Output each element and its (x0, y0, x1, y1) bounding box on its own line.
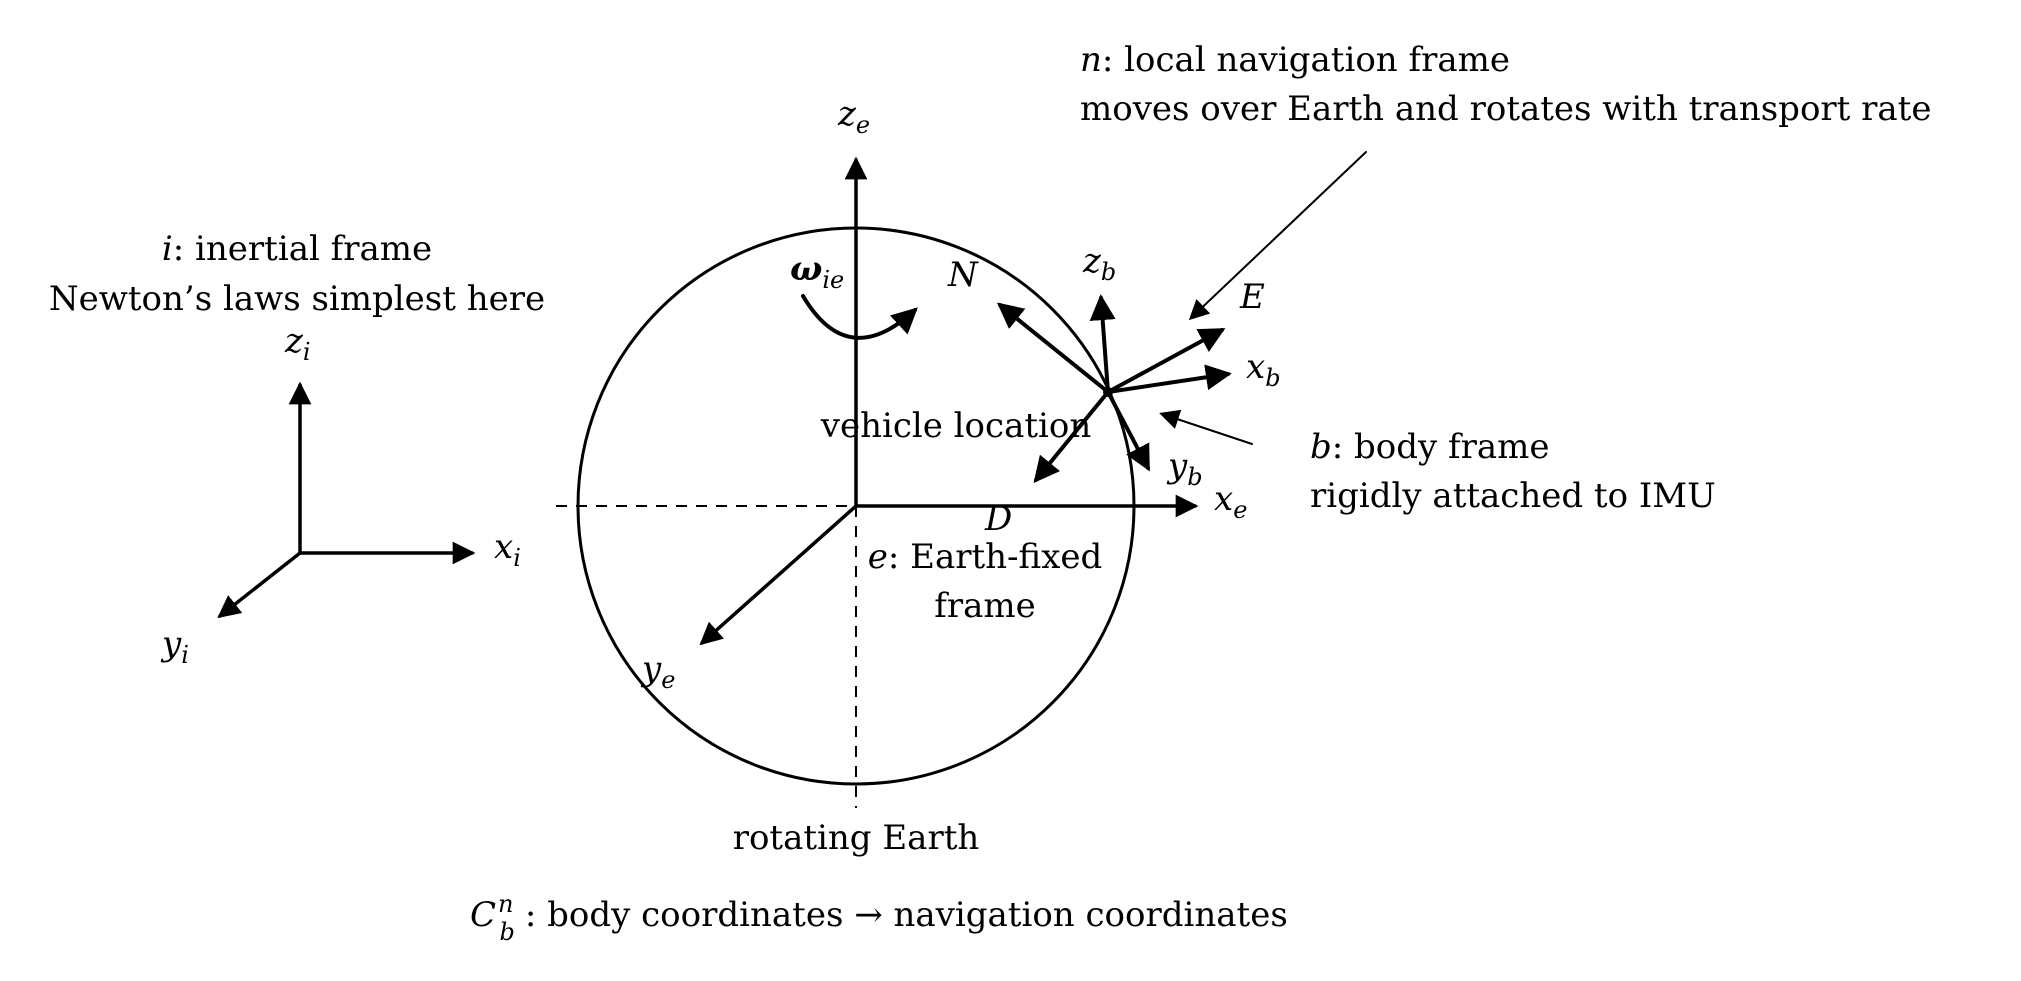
earth: ze xe ye ωie e: Earth-fixed frame rotati… (556, 94, 1247, 858)
earth-frame-label: e: Earth-fixed (868, 537, 1103, 577)
omega-ie-label: ωie (790, 249, 844, 294)
inertial-z-label: zi (284, 321, 311, 366)
body-frame-caption: b: body frame rigidly attached to IMU (1159, 409, 1716, 516)
body-frame-title: b: body frame (1310, 427, 1550, 467)
earth-z-label: ze (837, 94, 870, 139)
vehicle-location-label: vehicle location (820, 406, 1092, 446)
body-x-label: xb (1246, 347, 1281, 392)
earth-y-axis (699, 504, 858, 646)
body-z-axis (1089, 294, 1116, 394)
nav-north-label: N (947, 255, 979, 295)
earth-frame-label-line2: frame (934, 586, 1035, 626)
rotating-earth-label: rotating Earth (733, 818, 980, 858)
body-z-label: zb (1082, 241, 1116, 286)
body-x-axis (1106, 364, 1232, 394)
navigation-frame-subtitle: moves over Earth and rotates with transp… (1080, 89, 1931, 129)
body-frame-subtitle: rigidly attached to IMU (1310, 476, 1716, 516)
inertial-frame-subtitle: Newton’s laws simplest here (49, 279, 545, 319)
nav-down-label: D (984, 499, 1012, 539)
earth-x-label: xe (1214, 479, 1247, 524)
inertial-frame-title: i: inertial frame (162, 229, 432, 269)
vehicle-frames: N E D zb xb yb vehicle location (820, 241, 1281, 539)
nav-east-label: E (1239, 277, 1265, 317)
earth-rotation-arrow (801, 294, 918, 340)
inertial-y-label: yi (160, 624, 189, 669)
earth-y-label: ye (640, 649, 675, 694)
nav-north-axis (996, 302, 1110, 394)
body-frame-pointer (1159, 409, 1253, 445)
nav-east-axis (1106, 328, 1226, 394)
inertial-frame: i: inertial frame Newton’s laws simplest… (49, 229, 545, 669)
inertial-y-axis (217, 551, 302, 619)
navigation-frame-caption: n: local navigation frame moves over Ear… (1080, 40, 1931, 321)
body-y-axis (1106, 390, 1150, 472)
vehicle-point (1103, 387, 1113, 397)
nav-down-axis (1033, 390, 1110, 484)
body-y-label: yb (1166, 446, 1203, 491)
navigation-frame-title: n: local navigation frame (1080, 40, 1510, 80)
inertial-x-label: xi (494, 527, 521, 572)
navigation-frame-pointer (1188, 151, 1367, 321)
